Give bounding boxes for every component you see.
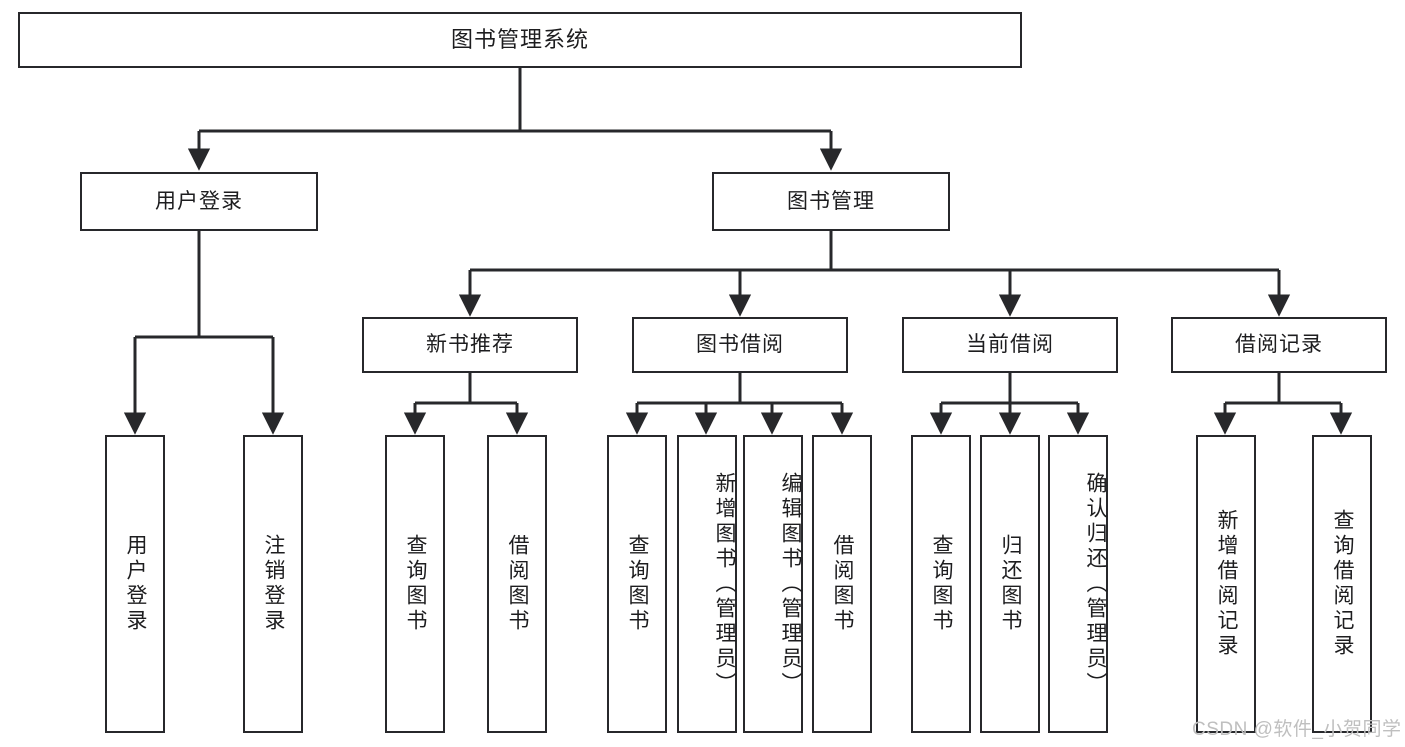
leaf-confirm-return[interactable]: 确认归还（管理员） [1048,435,1108,733]
leaf-query-borrow-record[interactable]: 查询借阅记录 [1312,435,1372,733]
node-label: 图书管理系统 [450,26,589,52]
node-label: 编辑图书（管理员） [779,471,802,697]
leaf-user-login[interactable]: 用户登录 [105,435,165,733]
leaf-edit-book[interactable]: 编辑图书（管理员） [743,435,803,733]
node-user-login[interactable]: 用户登录 [80,172,318,231]
node-label: 查询图书 [626,534,650,634]
node-label: 注销登录 [262,534,286,634]
node-book-management-system[interactable]: 图书管理系统 [18,12,1022,68]
node-borrow-record[interactable]: 借阅记录 [1171,317,1387,373]
node-label: 新增借阅记录 [1215,509,1239,659]
node-book-borrow[interactable]: 图书借阅 [632,317,848,373]
node-label: 用户登录 [124,534,148,634]
leaf-add-borrow-record[interactable]: 新增借阅记录 [1196,435,1256,733]
leaf-query-book-new-book[interactable]: 查询图书 [385,435,445,733]
node-new-book-recommend[interactable]: 新书推荐 [362,317,578,373]
node-label: 查询图书 [930,534,954,634]
node-label: 图书管理 [787,189,875,213]
node-label: 借阅记录 [1235,333,1323,357]
node-label: 借阅图书 [506,534,530,634]
leaf-query-book-current[interactable]: 查询图书 [911,435,971,733]
node-label: 用户登录 [155,189,243,213]
node-label: 查询借阅记录 [1331,509,1355,659]
leaf-logout-login[interactable]: 注销登录 [243,435,303,733]
node-label: 当前借阅 [966,333,1054,357]
node-current-borrow[interactable]: 当前借阅 [902,317,1118,373]
node-label: 查询图书 [404,534,428,634]
leaf-borrow-book[interactable]: 借阅图书 [812,435,872,733]
leaf-borrow-book-new-book[interactable]: 借阅图书 [487,435,547,733]
node-label: 新增图书（管理员） [713,471,736,697]
node-book-management[interactable]: 图书管理 [712,172,950,231]
csdn-watermark: CSDN @软件_小贺同学 [1192,719,1402,740]
leaf-return-book[interactable]: 归还图书 [980,435,1040,733]
leaf-add-book[interactable]: 新增图书（管理员） [677,435,737,733]
node-label: 借阅图书 [831,534,855,634]
node-label: 归还图书 [999,534,1023,634]
node-label: 图书借阅 [696,333,784,357]
node-label: 确认归还（管理员） [1084,471,1107,697]
leaf-query-book-borrow[interactable]: 查询图书 [607,435,667,733]
node-label: 新书推荐 [426,333,514,357]
